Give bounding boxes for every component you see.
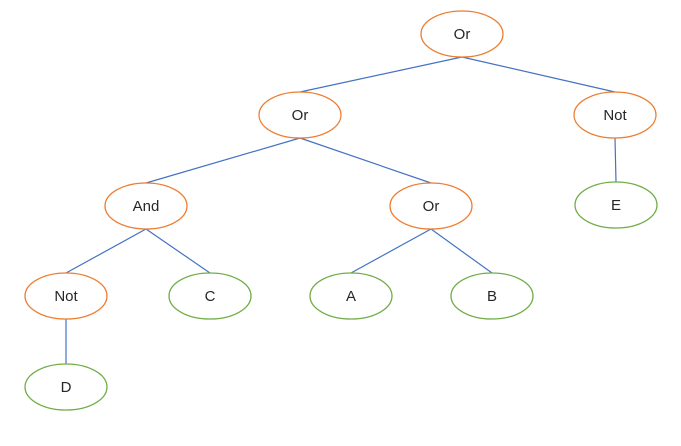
node-ellipse-or-root (420, 10, 504, 58)
tree-node-d: D (24, 363, 108, 411)
node-label-or-mid: Or (423, 198, 440, 215)
edge-or-root-to-or-left (299, 56, 463, 93)
node-ellipse-c (168, 272, 252, 320)
node-ellipse-a (309, 272, 393, 320)
tree-node-not-right: Not (573, 91, 657, 139)
node-ellipse-e (574, 181, 658, 229)
edge-and-to-c (145, 228, 211, 274)
tree-node-e: E (574, 181, 658, 229)
tree-node-and: And (104, 182, 188, 230)
node-ellipse-and (104, 182, 188, 230)
tree-node-or-mid: Or (389, 182, 473, 230)
node-label-d: D (61, 379, 72, 396)
node-ellipse-or-left (258, 91, 342, 139)
node-label-b: B (487, 288, 497, 305)
edge-or-root-to-not-right (461, 56, 616, 93)
node-ellipse-not-left (24, 272, 108, 320)
tree-node-a: A (309, 272, 393, 320)
tree-node-not-left: Not (24, 272, 108, 320)
tree-node-b: B (450, 272, 534, 320)
node-label-or-left: Or (292, 107, 309, 124)
edge-or-mid-to-a (350, 228, 432, 274)
node-label-c: C (205, 288, 216, 305)
tree-node-c: C (168, 272, 252, 320)
node-label-not-left: Not (54, 288, 78, 305)
node-ellipse-or-mid (389, 182, 473, 230)
edge-or-left-to-or-mid (299, 137, 432, 184)
node-ellipse-d (24, 363, 108, 411)
edge-or-left-to-and (145, 137, 301, 184)
node-label-a: A (346, 288, 356, 305)
node-label-not-right: Not (603, 107, 627, 124)
node-ellipse-not-right (573, 91, 657, 139)
edge-not-right-to-e (614, 137, 617, 183)
edge-and-to-not-left (65, 228, 147, 274)
node-label-and: And (133, 198, 160, 215)
node-label-or-root: Or (454, 26, 471, 43)
tree-node-or-root: Or (420, 10, 504, 58)
node-ellipse-b (450, 272, 534, 320)
tree-node-or-left: Or (258, 91, 342, 139)
edge-or-mid-to-b (430, 228, 493, 274)
node-label-e: E (611, 197, 621, 214)
